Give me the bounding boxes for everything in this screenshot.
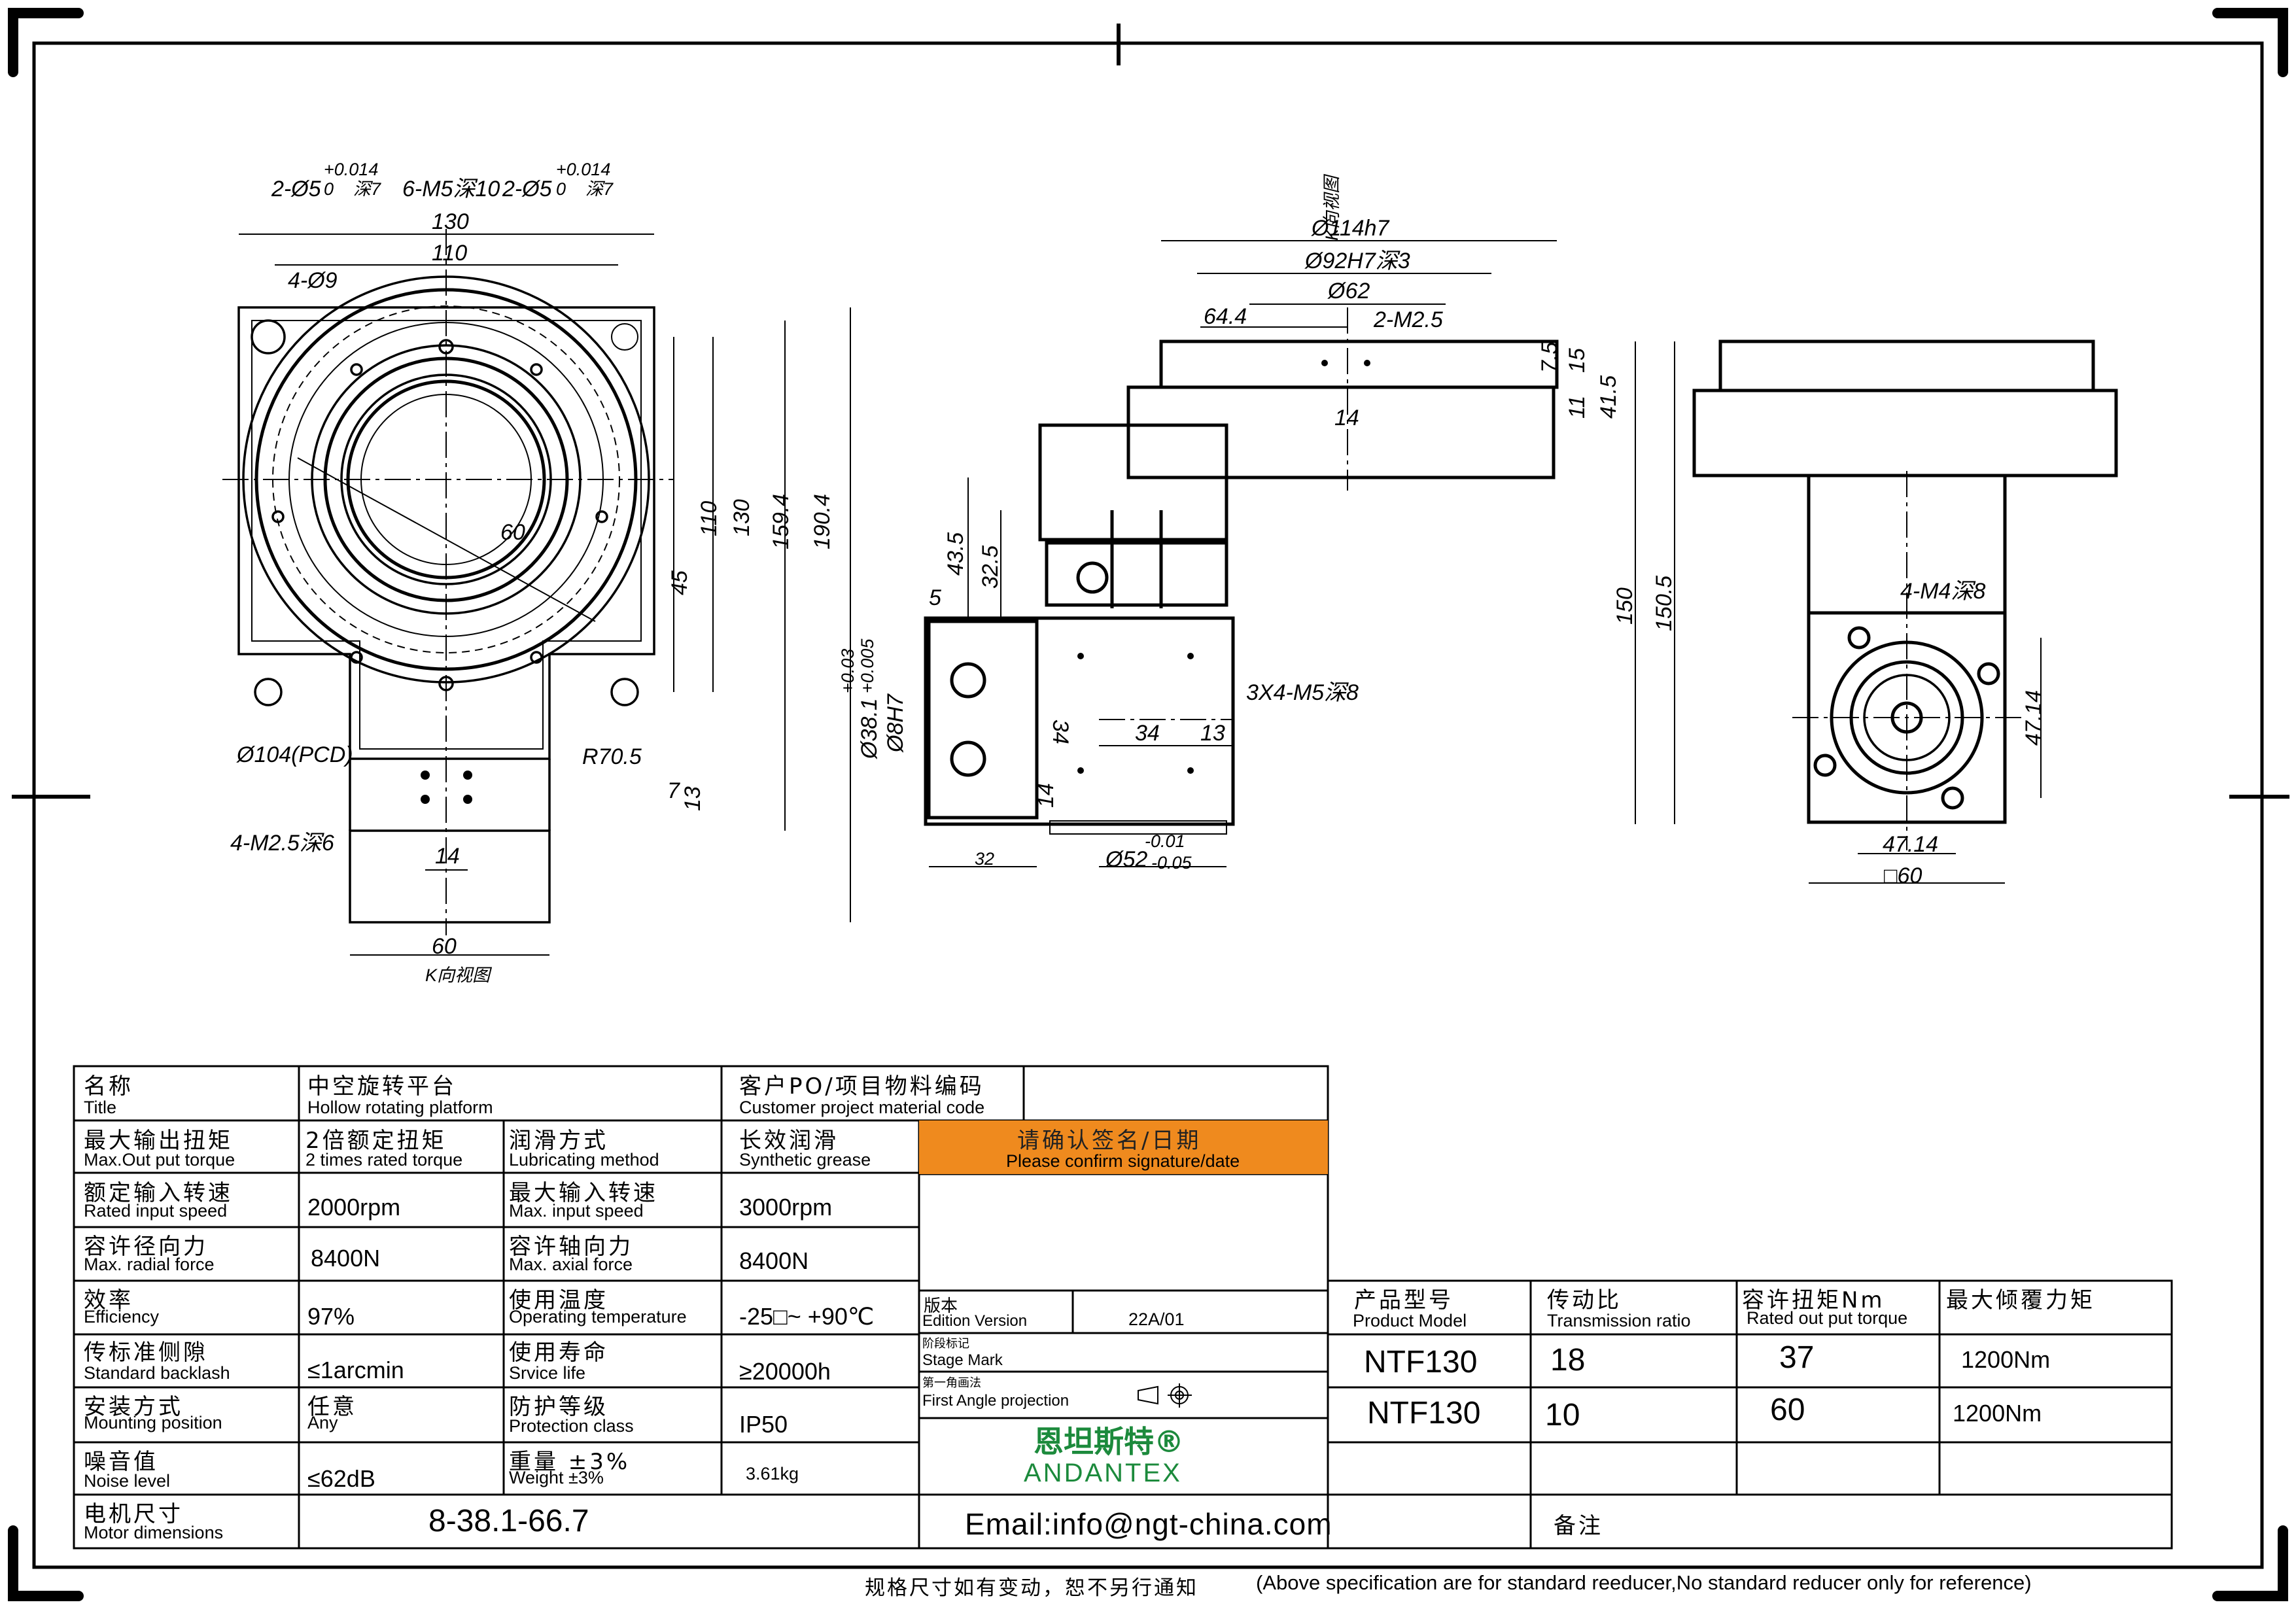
svg-text:47.14: 47.14 (1883, 832, 1938, 857)
svg-text:Ø62: Ø62 (1327, 279, 1370, 304)
svg-text:0: 0 (324, 179, 334, 199)
svg-text:-0.05: -0.05 (1151, 853, 1192, 873)
svg-text:14: 14 (1334, 406, 1359, 430)
svg-text:5: 5 (929, 585, 941, 610)
svg-text:190.4: 190.4 (810, 494, 835, 549)
drawing-frame (8, 8, 2289, 1601)
svg-text:159.4: 159.4 (769, 494, 793, 549)
svg-text:13: 13 (1200, 721, 1225, 746)
view-label-k: K向视图 (425, 965, 493, 985)
svg-text:34: 34 (1135, 721, 1160, 746)
svg-text:3X4-M5深8: 3X4-M5深8 (1246, 680, 1359, 705)
svg-text:Ø52: Ø52 (1105, 847, 1147, 872)
svg-text:14: 14 (1034, 783, 1058, 808)
svg-text:150.5: 150.5 (1652, 576, 1677, 631)
svg-text:32.5: 32.5 (978, 546, 1003, 589)
svg-text:2-M2.5: 2-M2.5 (1373, 307, 1443, 332)
svg-text:4-M4深8: 4-M4深8 (1900, 579, 1985, 604)
projection-symbol-icon (1138, 1383, 1192, 1408)
svg-text:130: 130 (729, 499, 754, 536)
front-view-labels: K向视图 Ø114h7 Ø92H7深3 Ø62 64.4 2-M2.5 7.5 … (838, 173, 1677, 873)
svg-text:110: 110 (432, 241, 467, 266)
svg-text:47.14: 47.14 (2021, 690, 2046, 746)
svg-text:130: 130 (432, 209, 469, 234)
svg-text:60: 60 (432, 934, 457, 959)
svg-text:7.5: 7.5 (1537, 342, 1562, 373)
dim-thread-m2-5: 4-M2.5深6 (230, 831, 334, 856)
svg-text:15: 15 (1565, 348, 1590, 373)
svg-text:0: 0 (556, 179, 566, 199)
svg-text:深7: 深7 (353, 179, 381, 199)
svg-text:+0.014: +0.014 (324, 160, 378, 179)
svg-text:13: 13 (680, 786, 705, 811)
dim-holes-4: 4-Ø9 (288, 268, 338, 293)
svg-text:-0.01: -0.01 (1145, 831, 1185, 851)
svg-text:43.5: 43.5 (943, 532, 968, 576)
svg-text:45: 45 (667, 570, 692, 595)
svg-text:11: 11 (1565, 396, 1590, 419)
svg-text:Ø38.1: Ø38.1 (857, 698, 882, 759)
svg-text:Ø8H7: Ø8H7 (883, 693, 908, 753)
svg-text:41.5: 41.5 (1596, 375, 1621, 419)
dim-pcd: Ø104(PCD) (236, 742, 353, 767)
dim-thread-m5: 6-M5深10 (402, 177, 500, 201)
svg-text:64.4: 64.4 (1204, 304, 1247, 329)
svg-text:+0.005: +0.005 (858, 638, 877, 693)
dim-holes-right: 2-Ø5 (502, 177, 552, 201)
svg-text:7: 7 (667, 778, 680, 803)
svg-text:150: 150 (1612, 587, 1637, 625)
svg-text:60: 60 (500, 520, 525, 545)
svg-text:32: 32 (975, 849, 994, 869)
svg-text:Ø92H7深3: Ø92H7深3 (1304, 249, 1410, 273)
svg-text:34: 34 (1048, 720, 1073, 744)
svg-text:110: 110 (697, 501, 722, 536)
side-view-labels: 4-M4深8 47.14 47.14 □60 (1883, 579, 2046, 888)
svg-text:+0.03: +0.03 (838, 649, 858, 693)
svg-text:深7: 深7 (585, 179, 614, 199)
top-view (222, 229, 851, 956)
svg-text:14: 14 (435, 844, 460, 869)
top-view-labels: 2-Ø5 +0.014 0 深7 6-M5深10 2-Ø5 +0.014 0 深… (230, 160, 835, 985)
svg-text:R70.5: R70.5 (582, 744, 642, 769)
svg-text:+0.014: +0.014 (556, 160, 610, 179)
svg-text:□60: □60 (1884, 863, 1922, 888)
svg-text:K向视图: K向视图 (1322, 173, 1342, 241)
svg-text:Ø114h7: Ø114h7 (1311, 216, 1390, 241)
side-view (1692, 339, 2118, 884)
front-view (924, 240, 1675, 867)
dim-holes-left: 2-Ø5 (271, 177, 321, 201)
